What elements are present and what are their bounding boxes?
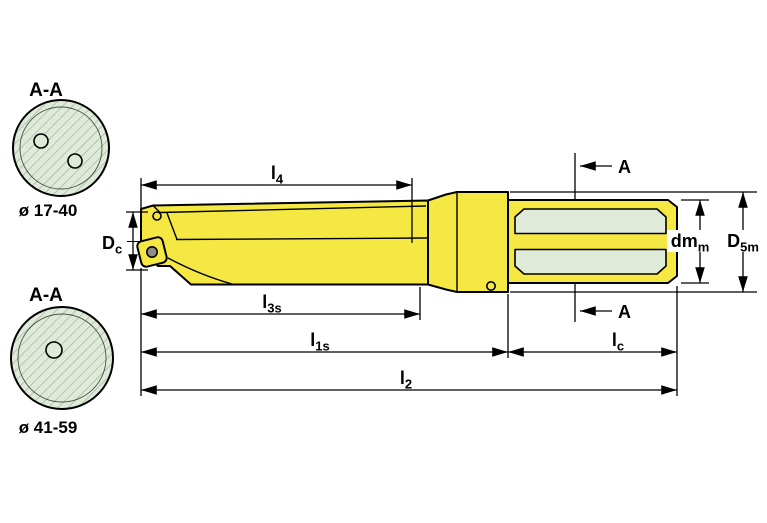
drill-assembly <box>127 191 694 293</box>
dim-label-l2: l2 <box>400 368 412 392</box>
dimension-l2: l2 <box>141 368 677 395</box>
label-backing-dmm <box>667 230 713 252</box>
insert-screw <box>146 246 159 259</box>
cross-section-inner-rim-top <box>19 106 103 190</box>
flute-edge-line <box>152 205 161 213</box>
drill-collar <box>427 191 509 293</box>
shank-flat-bottom <box>514 248 667 275</box>
dimension-dmm: dmm <box>667 199 713 284</box>
insert-screw-hole-2 <box>67 153 83 169</box>
dimension-l4: l4 <box>141 163 413 243</box>
section-view-top: A-A ø 17-40 <box>12 80 110 220</box>
flute-margin-line <box>159 205 427 214</box>
section-label-top: A <box>618 157 631 177</box>
dimension-annotations: l4 Dc l3s l1s lc l2 <box>102 163 766 396</box>
dimension-dc: Dc <box>102 211 148 271</box>
dim-label-dmm: dmm <box>671 231 710 255</box>
dimension-lc: lc <box>508 330 677 357</box>
flute-center-line <box>175 237 428 241</box>
dimension-l3s: l3s <box>141 287 421 320</box>
dim-label-l4: l4 <box>271 163 284 187</box>
shank-flat-top <box>514 208 667 235</box>
section-bottom-title: A-A <box>29 285 63 306</box>
cross-section-inner-rim-bottom <box>17 313 107 403</box>
section-cut-marker-top: A <box>574 153 631 199</box>
section-label-bottom: A <box>618 302 631 322</box>
coolant-hole <box>485 280 496 291</box>
cross-section-hatch-top <box>12 99 110 197</box>
dimension-l1s: l1s <box>141 330 508 357</box>
dim-label-dc: Dc <box>102 233 122 257</box>
diameter-range-top: ø 17-40 <box>19 201 78 220</box>
flute-gash-curve <box>167 257 233 285</box>
dimension-d5m: D5m <box>510 191 766 293</box>
cross-section-hatch-bottom <box>10 306 114 410</box>
insert-screw-hole-1 <box>33 133 49 149</box>
dim-label-l1s: l1s <box>310 330 329 354</box>
peripheral-insert-screw <box>152 211 162 221</box>
dim-label-l3s: l3s <box>262 292 281 316</box>
insert-screw-hole-3 <box>45 341 63 359</box>
dim-label-d5m: D5m <box>727 231 759 255</box>
section-cut-marker-bottom: A <box>574 284 631 322</box>
dim-label-lc: lc <box>612 330 624 354</box>
label-backing-d5m <box>720 230 766 252</box>
section-view-bottom: A-A ø 41-59 <box>10 285 114 437</box>
drill-flute-body <box>140 199 429 286</box>
section-top-title: A-A <box>29 80 63 101</box>
insert-pocket-line <box>166 212 178 240</box>
diameter-range-bottom: ø 41-59 <box>19 418 78 437</box>
